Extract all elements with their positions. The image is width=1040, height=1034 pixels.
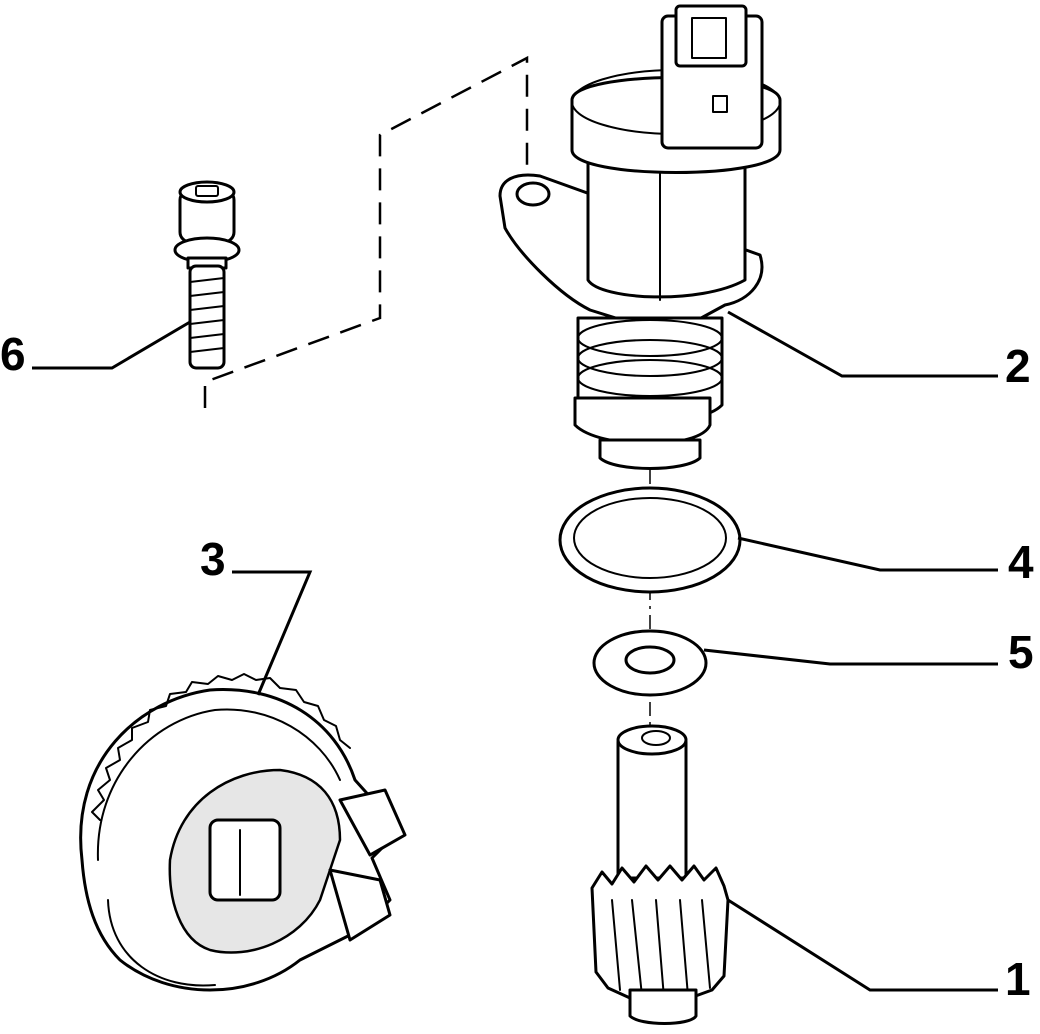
callout-3: 3 [200,533,226,585]
callout-5: 5 [1008,626,1034,678]
leader-line-4 [737,536,998,572]
part-2-speed-sensor [498,4,782,470]
callout-6: 6 [0,328,26,380]
leader-line-1 [727,898,998,992]
leader-line-2 [727,310,998,378]
part-1-drive-pinion [590,724,730,1025]
leader-line-5 [703,648,998,666]
leader-line-6 [32,320,191,370]
dashed-mounting-guide [203,55,529,408]
part-3-driven-gear [79,673,407,992]
callout-2: 2 [1005,340,1031,392]
part-6-screw [173,180,241,370]
part-4-o-ring [558,486,742,594]
part-5-washer [592,629,708,697]
callout-4: 4 [1008,536,1034,588]
callout-1: 1 [1005,953,1031,1005]
leader-line-3 [232,570,313,696]
